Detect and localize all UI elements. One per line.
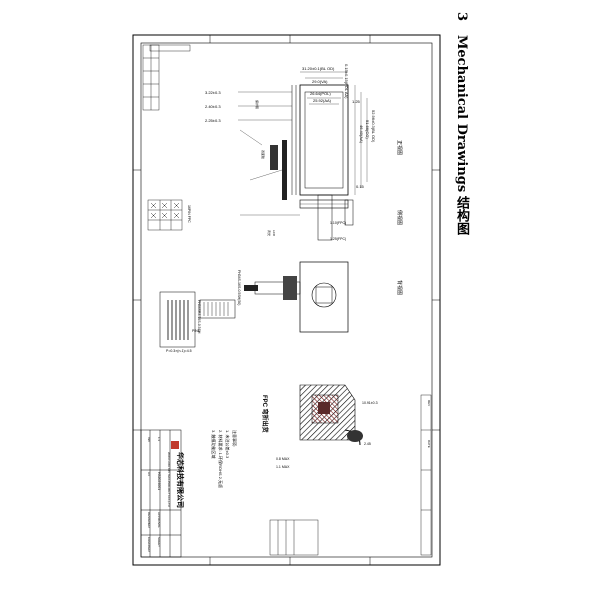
label-pcb-conn: FH34S-16S-0.5SH(50)	[237, 270, 241, 305]
notes: 注意事项: 1. 未注公差±0.3 2. 材料要求: 1.环保ROHS 2.无卤…	[211, 430, 238, 488]
label-bl: 背光	[267, 230, 272, 236]
dim-bl-od-w: 31.20±0.1(BL OD)	[302, 66, 335, 71]
section-heading: 3 Mechanical Drawings 结构图	[452, 12, 471, 235]
bottom-mini-table	[269, 519, 319, 556]
dim-322: 3.22±0.3	[205, 90, 221, 95]
fpc-pin-detail	[159, 291, 236, 348]
strip-rev: REV	[427, 400, 431, 406]
label-tape: 双面胶	[261, 150, 266, 159]
dim-225: 2.25±0.3	[205, 118, 221, 123]
label-pin1: PIN1	[192, 329, 200, 333]
fpc-bend-label: FPC 弯折出货	[261, 395, 269, 433]
sheet: SHEET	[157, 537, 161, 547]
x-marks	[150, 202, 180, 219]
company-en: WUXI HUA XIN TECHNOLOGY CO.,LTD	[167, 452, 171, 508]
pin-table	[147, 199, 183, 231]
front-dims: 31.20±0.1(BL OD) 0.15±0.15(POL AA) 29.0(…	[302, 64, 376, 189]
scale: 1:1	[157, 437, 161, 442]
size: A4	[147, 472, 151, 476]
title-block-text: 华芯科技有限公司 WUXI HUA XIN TECHNOLOGY CO.,LTD…	[147, 437, 185, 553]
dim-245: 2.45	[364, 442, 371, 446]
revision-table	[142, 44, 160, 111]
caption-side: 侧视图	[396, 210, 403, 225]
notes-heading: 注意事项:	[232, 430, 238, 447]
section-title-cn: 结构图	[454, 196, 469, 236]
right-strip	[420, 394, 432, 556]
dim-240: 2.40±0.3	[205, 104, 221, 109]
dim-125: 1.25	[352, 99, 361, 104]
strip-date: DATE	[427, 440, 431, 448]
dim-015: 0.15	[356, 184, 365, 189]
section-title: Mechanical Drawings	[454, 34, 469, 192]
dim-pol: 26.64(POL)	[310, 91, 331, 96]
note-2: 2. 材料要求: 1.环保ROHS 2.无卤	[218, 430, 224, 488]
dim-pol-aa: 0.15±0.15(POL AA)	[344, 64, 349, 99]
annotations: 保护膜 双面胶 背光 LCD	[255, 100, 276, 237]
caption-front: 正视图	[396, 140, 403, 155]
dim-fpc-125: 1.25(FPC)	[330, 237, 346, 241]
back-view	[244, 261, 349, 333]
designer: DESIGNER	[147, 512, 151, 529]
bend-dims: 0.8 MAX 1.1 MAX 10.91±0.3 2.45	[276, 401, 378, 469]
note-3: 3. 触摸功能区域	[211, 430, 217, 458]
dim-bl-od-h: 52.96±0.3(BL OD)	[371, 110, 376, 143]
dim-va: 29.0(VA)	[312, 79, 328, 84]
approval: APPROVAL	[157, 512, 161, 528]
unit: mm	[147, 437, 151, 442]
part-no: H32024001	[157, 472, 161, 490]
company-logo-icon	[171, 441, 179, 449]
dim-cg: 51.66(CG)	[365, 120, 370, 139]
fpc-pins	[167, 300, 189, 340]
checker: CHECKER	[147, 537, 151, 553]
label-lcd: LCD	[272, 230, 276, 237]
section-number: 3	[454, 12, 469, 22]
dim-fpc-110: 1.10(FPC)	[330, 221, 346, 225]
left-callouts: 3.22±0.3 2.40±0.3 2.25±0.3	[205, 90, 221, 123]
label-film: 保护膜	[255, 100, 260, 109]
bend-section	[299, 384, 363, 446]
dim-08max: 0.8 MAX	[276, 457, 290, 461]
company-cn: 华芯科技有限公司	[176, 452, 185, 508]
frame-ticks	[133, 35, 440, 565]
label-pin-desc: 16PIN FPC	[187, 205, 191, 223]
view-captions: 正视图 侧视图 背视图	[396, 140, 403, 295]
right-strip-labels: REV DATE	[427, 400, 431, 448]
label-pitch: P=0.3×(n-1)=4.5	[166, 349, 192, 353]
dim-1091: 10.91±0.3	[362, 401, 378, 405]
side-dims: 1.10(FPC) 1.25(FPC)	[330, 221, 346, 241]
pin-detail-labels: FH34SRJ-16S-0.5SH FH34S-16S-0.5SH(50) PI…	[166, 270, 241, 353]
top-small-table	[149, 44, 191, 52]
title-block	[140, 429, 182, 558]
dim-aa-h: 46.40(AA)	[359, 125, 364, 144]
caption-back: 背视图	[396, 280, 403, 295]
dim-aa: 25.92(AA)	[313, 98, 332, 103]
leader-lines	[238, 91, 292, 181]
side-view	[240, 199, 354, 226]
front-view	[270, 71, 368, 241]
note-1: 1. 未注公差±0.3	[225, 430, 231, 459]
label-fpc-type: FH34SRJ-16S-0.5SH	[197, 300, 201, 334]
dim-11max: 1.1 MAX	[276, 465, 290, 469]
